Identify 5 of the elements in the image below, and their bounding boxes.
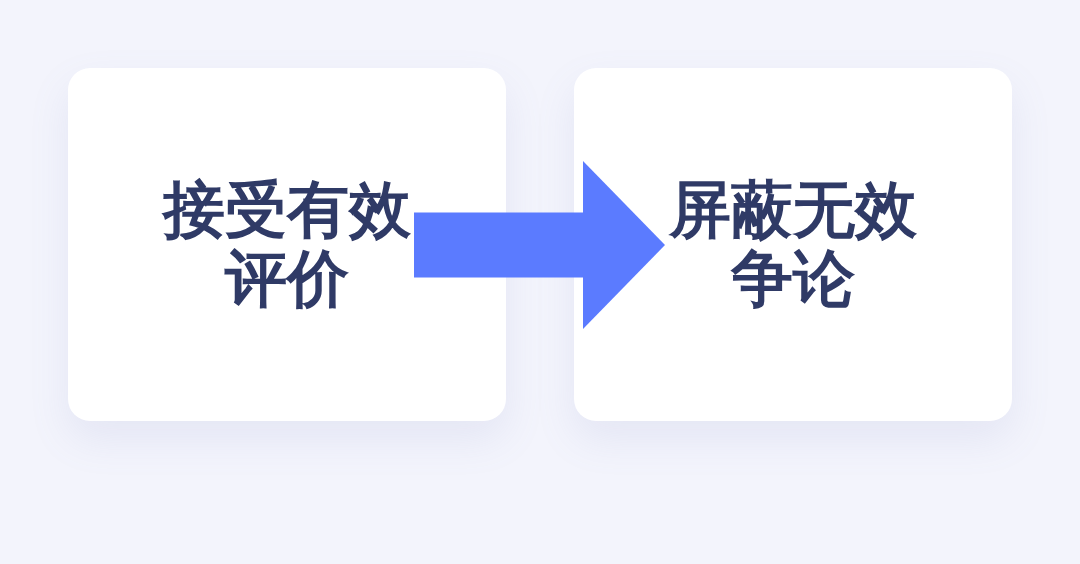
- card: [574, 68, 1012, 421]
- card-title: 屏蔽无效争论: [667, 176, 918, 313]
- card-title: 接受有效评价: [160, 176, 412, 313]
- block-arrow: [414, 161, 665, 329]
- card: [68, 68, 506, 421]
